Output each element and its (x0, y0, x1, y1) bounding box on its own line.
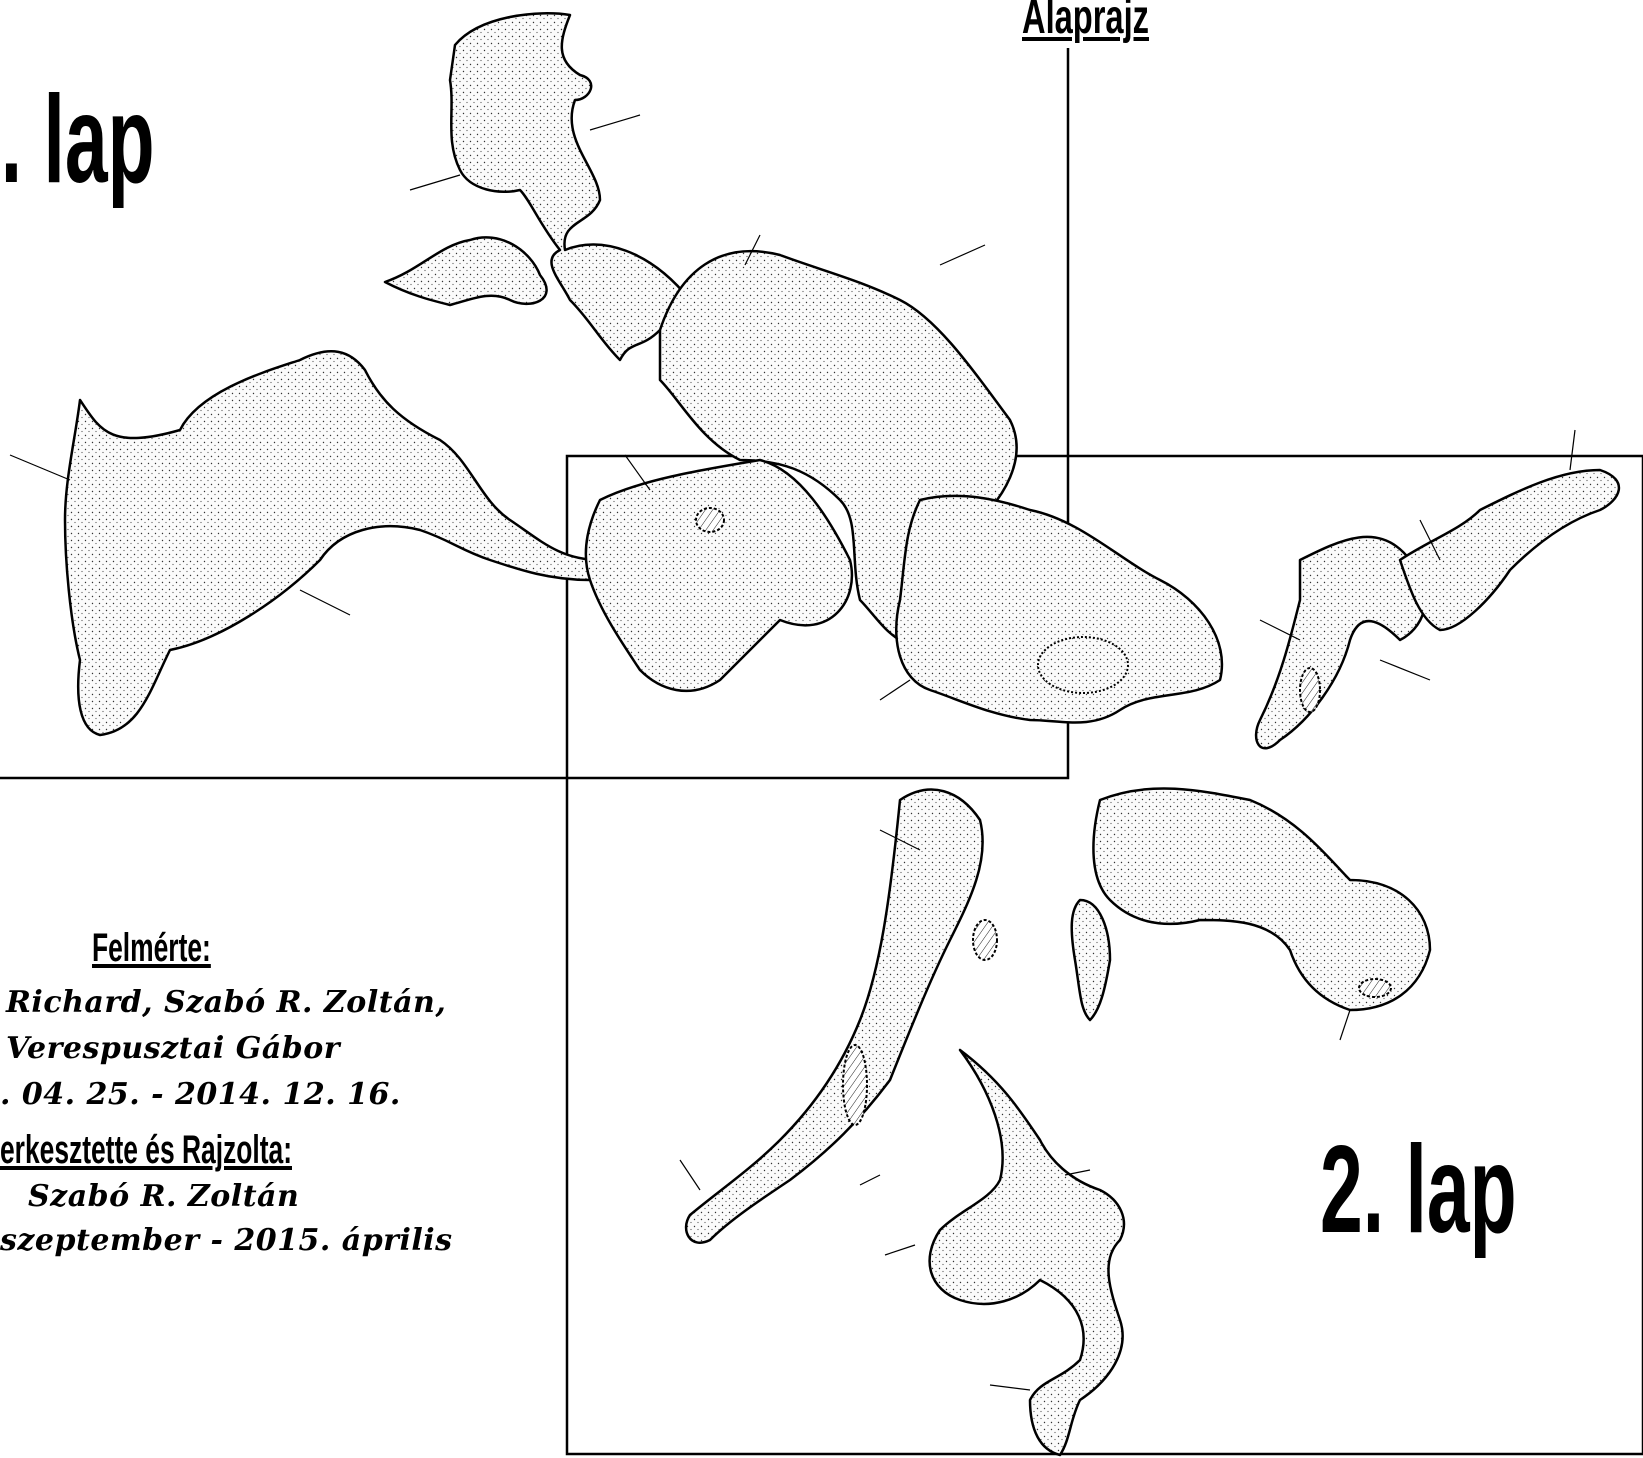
southern-passage (684, 788, 984, 1244)
pit-2 (1358, 978, 1392, 998)
drawing-dates: szeptember - 2015. április (0, 1223, 453, 1258)
southeast-hall (1092, 787, 1432, 1012)
drafter-name: Szabó R. Zoltán (28, 1179, 300, 1214)
survey-heading: Felmérte: (92, 926, 211, 970)
small-branch (1070, 898, 1112, 1022)
sheet-1-label: 1. lap (0, 71, 155, 209)
south-chamber (928, 1048, 1126, 1457)
mid-passage (584, 458, 854, 693)
side-branch-west (383, 236, 548, 307)
sheet-1-frame (0, 48, 1070, 780)
credits-block: Felmérte: Richard, Szabó R. Zoltán, Vere… (0, 0, 500, 1300)
east-upper-branch (1254, 535, 1427, 750)
west-chamber (63, 350, 613, 737)
sheet-2-frame (565, 454, 1643, 1456)
sheet-frames (0, 48, 1643, 1456)
map-title: Alaprajz (1022, 0, 1149, 44)
surveyors-line-1: Richard, Szabó R. Zoltán, (6, 985, 447, 1020)
drawing-heading: erkesztette és Rajzolta: (0, 1128, 292, 1172)
pit-6 (842, 1044, 868, 1126)
cave-passages (63, 12, 1621, 1457)
section-lines (9, 114, 1576, 1391)
east-far-branch (1398, 468, 1621, 632)
surveyors-line-2: Verespusztai Gábor (6, 1031, 341, 1066)
sheet-2-label: 2. lap (1320, 1121, 1517, 1259)
pit-5 (972, 919, 998, 961)
pit-3 (695, 507, 725, 533)
pit-1 (1037, 636, 1129, 694)
pit-4 (1299, 667, 1321, 713)
pit-outlines (695, 507, 1392, 1126)
survey-dates: . 04. 25. - 2014. 12. 16. (0, 1077, 401, 1112)
junction-zone (895, 494, 1224, 724)
